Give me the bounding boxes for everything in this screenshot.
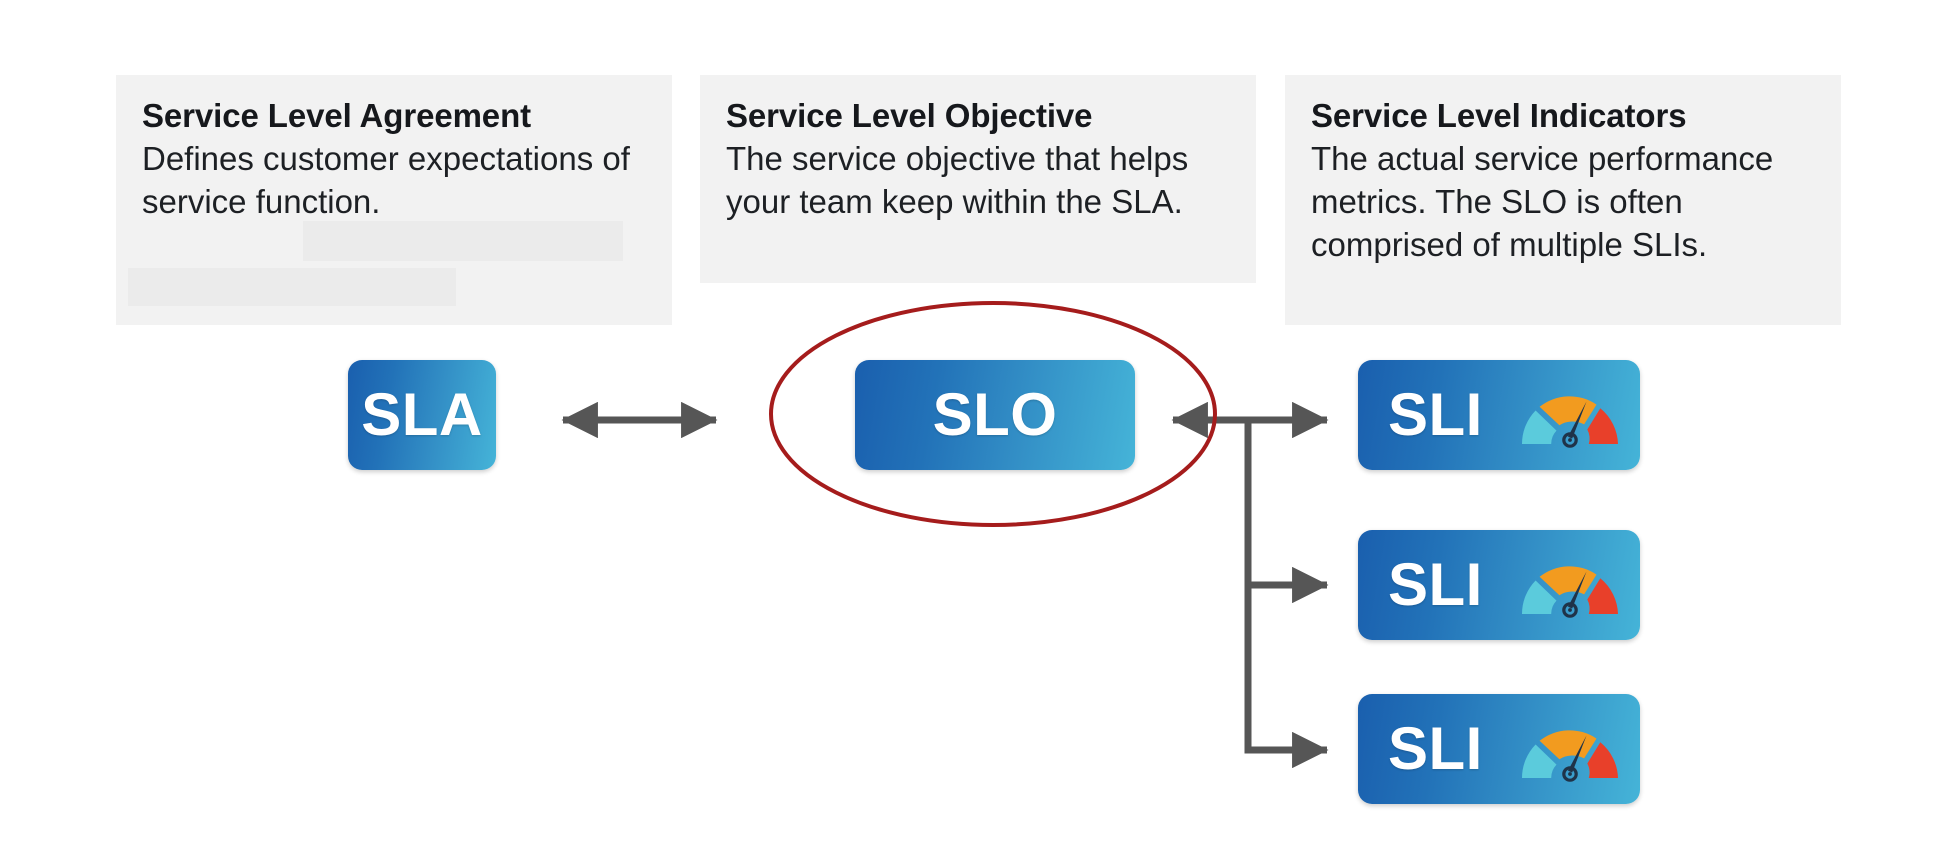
node-label: SLI <box>1388 551 1483 618</box>
card-body: The actual service performance metrics. … <box>1311 139 1774 263</box>
node-sla[interactable]: SLA <box>348 360 496 470</box>
node-sli-1[interactable]: SLI <box>1358 360 1640 470</box>
redaction-block <box>303 221 623 261</box>
node-label: SLA <box>361 381 483 448</box>
node-label: SLO <box>932 381 1058 448</box>
card-service-level-indicators: Service Level Indicators The actual serv… <box>1285 75 1841 325</box>
card-body: The service objective that helps your te… <box>726 139 1189 220</box>
card-title: Service Level Indicators <box>1311 97 1687 134</box>
node-slo[interactable]: SLO <box>855 360 1135 470</box>
redaction-block <box>128 268 456 306</box>
speedometer-gauge-icon <box>1518 714 1622 784</box>
card-service-level-agreement: Service Level Agreement Defines customer… <box>116 75 672 325</box>
card-title: Service Level Objective <box>726 97 1093 134</box>
node-label: SLI <box>1388 381 1483 448</box>
node-label: SLI <box>1388 715 1483 782</box>
card-body: Defines customer expectations of service… <box>142 139 630 220</box>
speedometer-gauge-icon <box>1518 380 1622 450</box>
node-sli-2[interactable]: SLI <box>1358 530 1640 640</box>
card-title: Service Level Agreement <box>142 97 532 134</box>
card-service-level-objective: Service Level Objective The service obje… <box>700 75 1256 283</box>
node-sli-3[interactable]: SLI <box>1358 694 1640 804</box>
speedometer-gauge-icon <box>1518 550 1622 620</box>
